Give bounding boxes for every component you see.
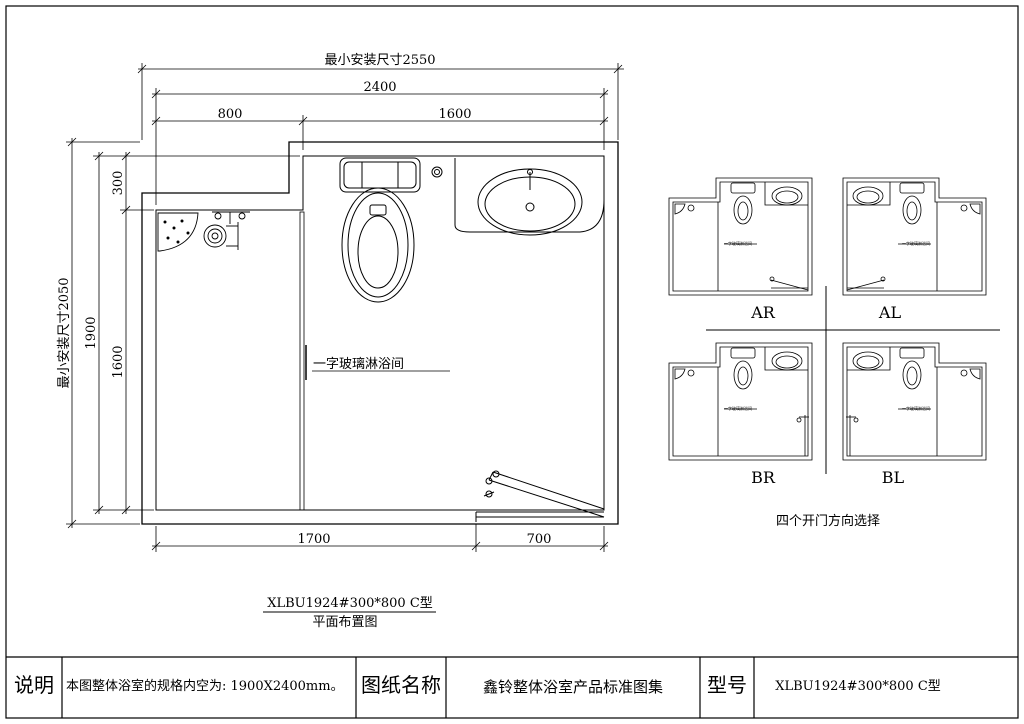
toilet (339, 157, 443, 303)
dim-min-width: 最小安装尺寸2550 (324, 53, 435, 68)
dimension-lines (66, 63, 624, 552)
shower-room-label: 一字玻璃淋浴间 (313, 357, 404, 372)
note-text: 本图整体浴室的规格内空为: 1900X2400mm。 (66, 678, 344, 694)
model-value: XLBU1924#300*800 C型 (775, 679, 941, 694)
variant-br (668, 342, 813, 461)
variant-bl (842, 342, 987, 461)
shower-mixer (203, 211, 250, 250)
sheet-border (5, 5, 1019, 719)
variant-ar-mini-label: 一字玻璃淋浴间 (724, 240, 752, 246)
dim-bottom-left: 1700 (297, 532, 330, 547)
model-title: 型号 (707, 673, 747, 697)
dim-width-inner: 2400 (363, 80, 396, 95)
plan-caption: 平面布置图 (312, 615, 377, 630)
variant-al-mini-label: 一字玻璃淋浴间 (902, 240, 930, 246)
plan-model-label: XLBU1924#300*800 C型 (267, 596, 433, 611)
variant-bl-label: BL (882, 468, 905, 487)
variant-ar (668, 177, 813, 296)
dim-bottom-right: 700 (527, 532, 552, 547)
main-floor-plan (141, 141, 619, 525)
variant-br-label: BR (751, 468, 776, 487)
variant-br-mini-label: 一字玻璃淋浴间 (724, 405, 752, 411)
inner-wall (155, 155, 605, 511)
dim-depth-300: 300 (111, 171, 126, 196)
dim-right-upper: 1600 (438, 107, 471, 122)
drawing-name-title: 图纸名称 (361, 673, 441, 697)
variant-bl-mini-label: 一字玻璃淋浴间 (902, 405, 930, 411)
dim-min-depth: 最小安装尺寸2050 (57, 277, 72, 388)
outer-wall (141, 141, 619, 525)
vanity-basin (454, 158, 605, 236)
note-title: 说明 (14, 673, 54, 697)
dim-left-upper: 800 (218, 107, 243, 122)
corner-shelf (157, 212, 199, 252)
variant-al-label: AL (878, 303, 902, 322)
dim-depth-inner: 1900 (84, 316, 99, 349)
shower-door (475, 470, 605, 522)
variants-caption: 四个开门方向选择 (776, 513, 880, 529)
variant-al (842, 177, 987, 296)
glass-partition (299, 211, 305, 511)
drawing-name-value: 鑫铃整体浴室产品标准图集 (483, 678, 663, 696)
variant-ar-label: AR (750, 303, 776, 322)
title-block (61, 657, 755, 718)
dim-depth-1600: 1600 (111, 345, 126, 378)
